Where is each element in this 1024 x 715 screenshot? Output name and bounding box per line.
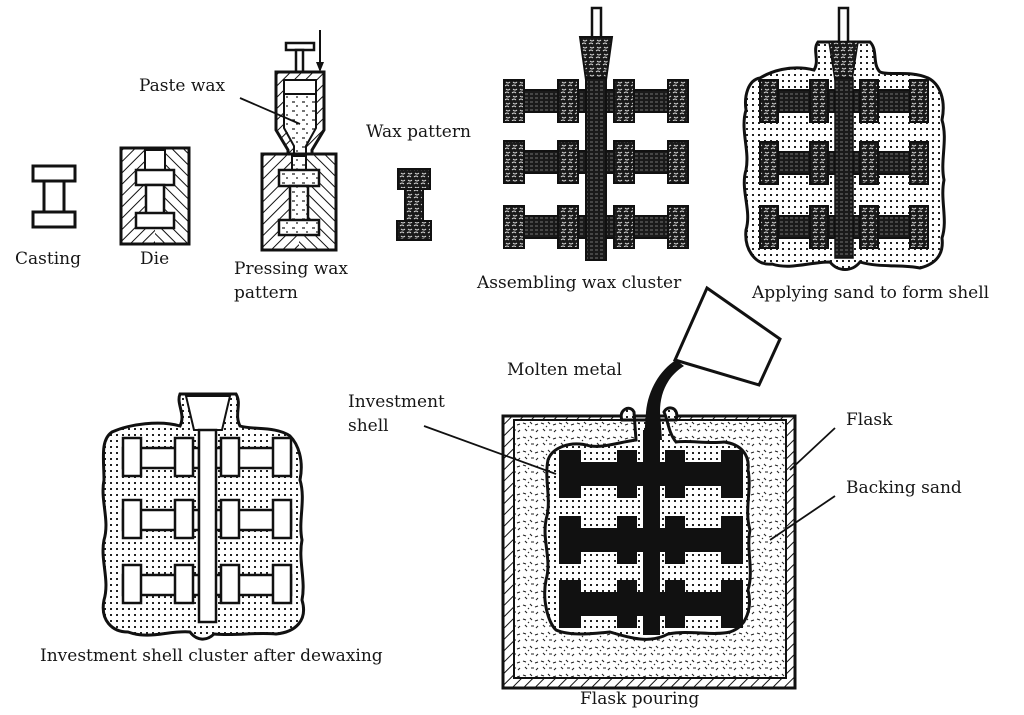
cluster-pad <box>613 140 635 184</box>
molten-metal-cluster <box>559 450 743 628</box>
label-backing-sand: Backing sand <box>846 478 962 498</box>
cluster-pad <box>667 140 689 184</box>
metal-pad <box>665 516 685 564</box>
cluster-pad <box>909 79 929 123</box>
cluster-pad <box>809 79 829 123</box>
cluster-pad <box>759 79 779 123</box>
cluster-pad <box>809 141 829 185</box>
cluster-pad <box>271 436 293 478</box>
label-flask: Flask <box>846 410 893 430</box>
metal-pad <box>721 580 743 628</box>
cluster-pad <box>271 498 293 540</box>
cluster-pad <box>503 140 525 184</box>
casting-figure <box>31 164 77 229</box>
cluster-pad <box>613 79 635 123</box>
metal-pad <box>617 516 637 564</box>
metal-pad <box>617 580 637 628</box>
label-molten-metal: Molten metal <box>507 360 622 380</box>
cluster-pad <box>121 498 143 540</box>
cluster-pad <box>759 141 779 185</box>
cluster-pad <box>557 140 579 184</box>
label-applying-sand: Applying sand to form shell <box>752 283 990 303</box>
cluster-pad <box>173 436 195 478</box>
cluster-pad <box>613 205 635 249</box>
metal-pad <box>721 450 743 498</box>
assembling-wax-cluster-figure <box>503 6 689 261</box>
cluster-pad <box>173 498 195 540</box>
metal-pad <box>617 450 637 498</box>
cluster-pad <box>859 141 879 185</box>
die-figure <box>119 146 191 246</box>
cluster-pad <box>859 79 879 123</box>
metal-pad <box>665 580 685 628</box>
label-investment-shell-line2: shell <box>348 416 389 436</box>
label-die: Die <box>140 249 170 269</box>
cluster-pad <box>121 563 143 605</box>
label-casting: Casting <box>15 249 81 269</box>
flask-pouring-figure <box>423 285 836 690</box>
metal-pad <box>559 580 581 628</box>
label-pressing-line1: Pressing wax <box>234 259 349 279</box>
ladle-icon <box>672 285 782 387</box>
label-flask-pouring: Flask pouring <box>580 689 700 709</box>
applying-sand-shell-figure <box>742 6 946 271</box>
cluster-pad <box>909 141 929 185</box>
molten-metal-stream <box>644 360 684 440</box>
metal-pad <box>665 450 685 498</box>
cluster-pad <box>219 436 241 478</box>
label-pressing-line2: pattern <box>234 283 298 303</box>
label-paste-wax: Paste wax <box>139 76 226 96</box>
cluster-pad <box>759 205 779 249</box>
cluster-pad <box>271 563 293 605</box>
metal-pad <box>721 516 743 564</box>
investment-shell-leader <box>423 425 557 475</box>
cluster-pad <box>219 563 241 605</box>
cluster-pad <box>219 498 241 540</box>
wax-pattern-figure <box>396 168 432 241</box>
label-dewaxing: Investment shell cluster after dewaxing <box>40 646 383 666</box>
cluster-pad <box>859 205 879 249</box>
pressing-wax-figure <box>239 30 338 252</box>
cluster-pad <box>809 205 829 249</box>
label-wax-pattern: Wax pattern <box>366 122 471 142</box>
backing-sand-leader <box>769 495 836 541</box>
metal-pad <box>559 450 581 498</box>
cluster-pad <box>173 563 195 605</box>
cluster-pad <box>667 205 689 249</box>
cluster-pad <box>503 79 525 123</box>
dewaxed-shell-cluster-figure <box>101 392 305 641</box>
cluster-pad <box>667 79 689 123</box>
metal-pad <box>559 516 581 564</box>
cluster-pad <box>121 436 143 478</box>
cluster-pad <box>557 79 579 123</box>
label-assembling: Assembling wax cluster <box>477 273 682 293</box>
cluster-pad <box>909 205 929 249</box>
label-investment-shell-line1: Investment <box>348 392 445 412</box>
flask-leader <box>789 427 836 471</box>
paste-wax-leader <box>239 97 301 125</box>
cluster-pad <box>557 205 579 249</box>
cluster-pad <box>503 205 525 249</box>
